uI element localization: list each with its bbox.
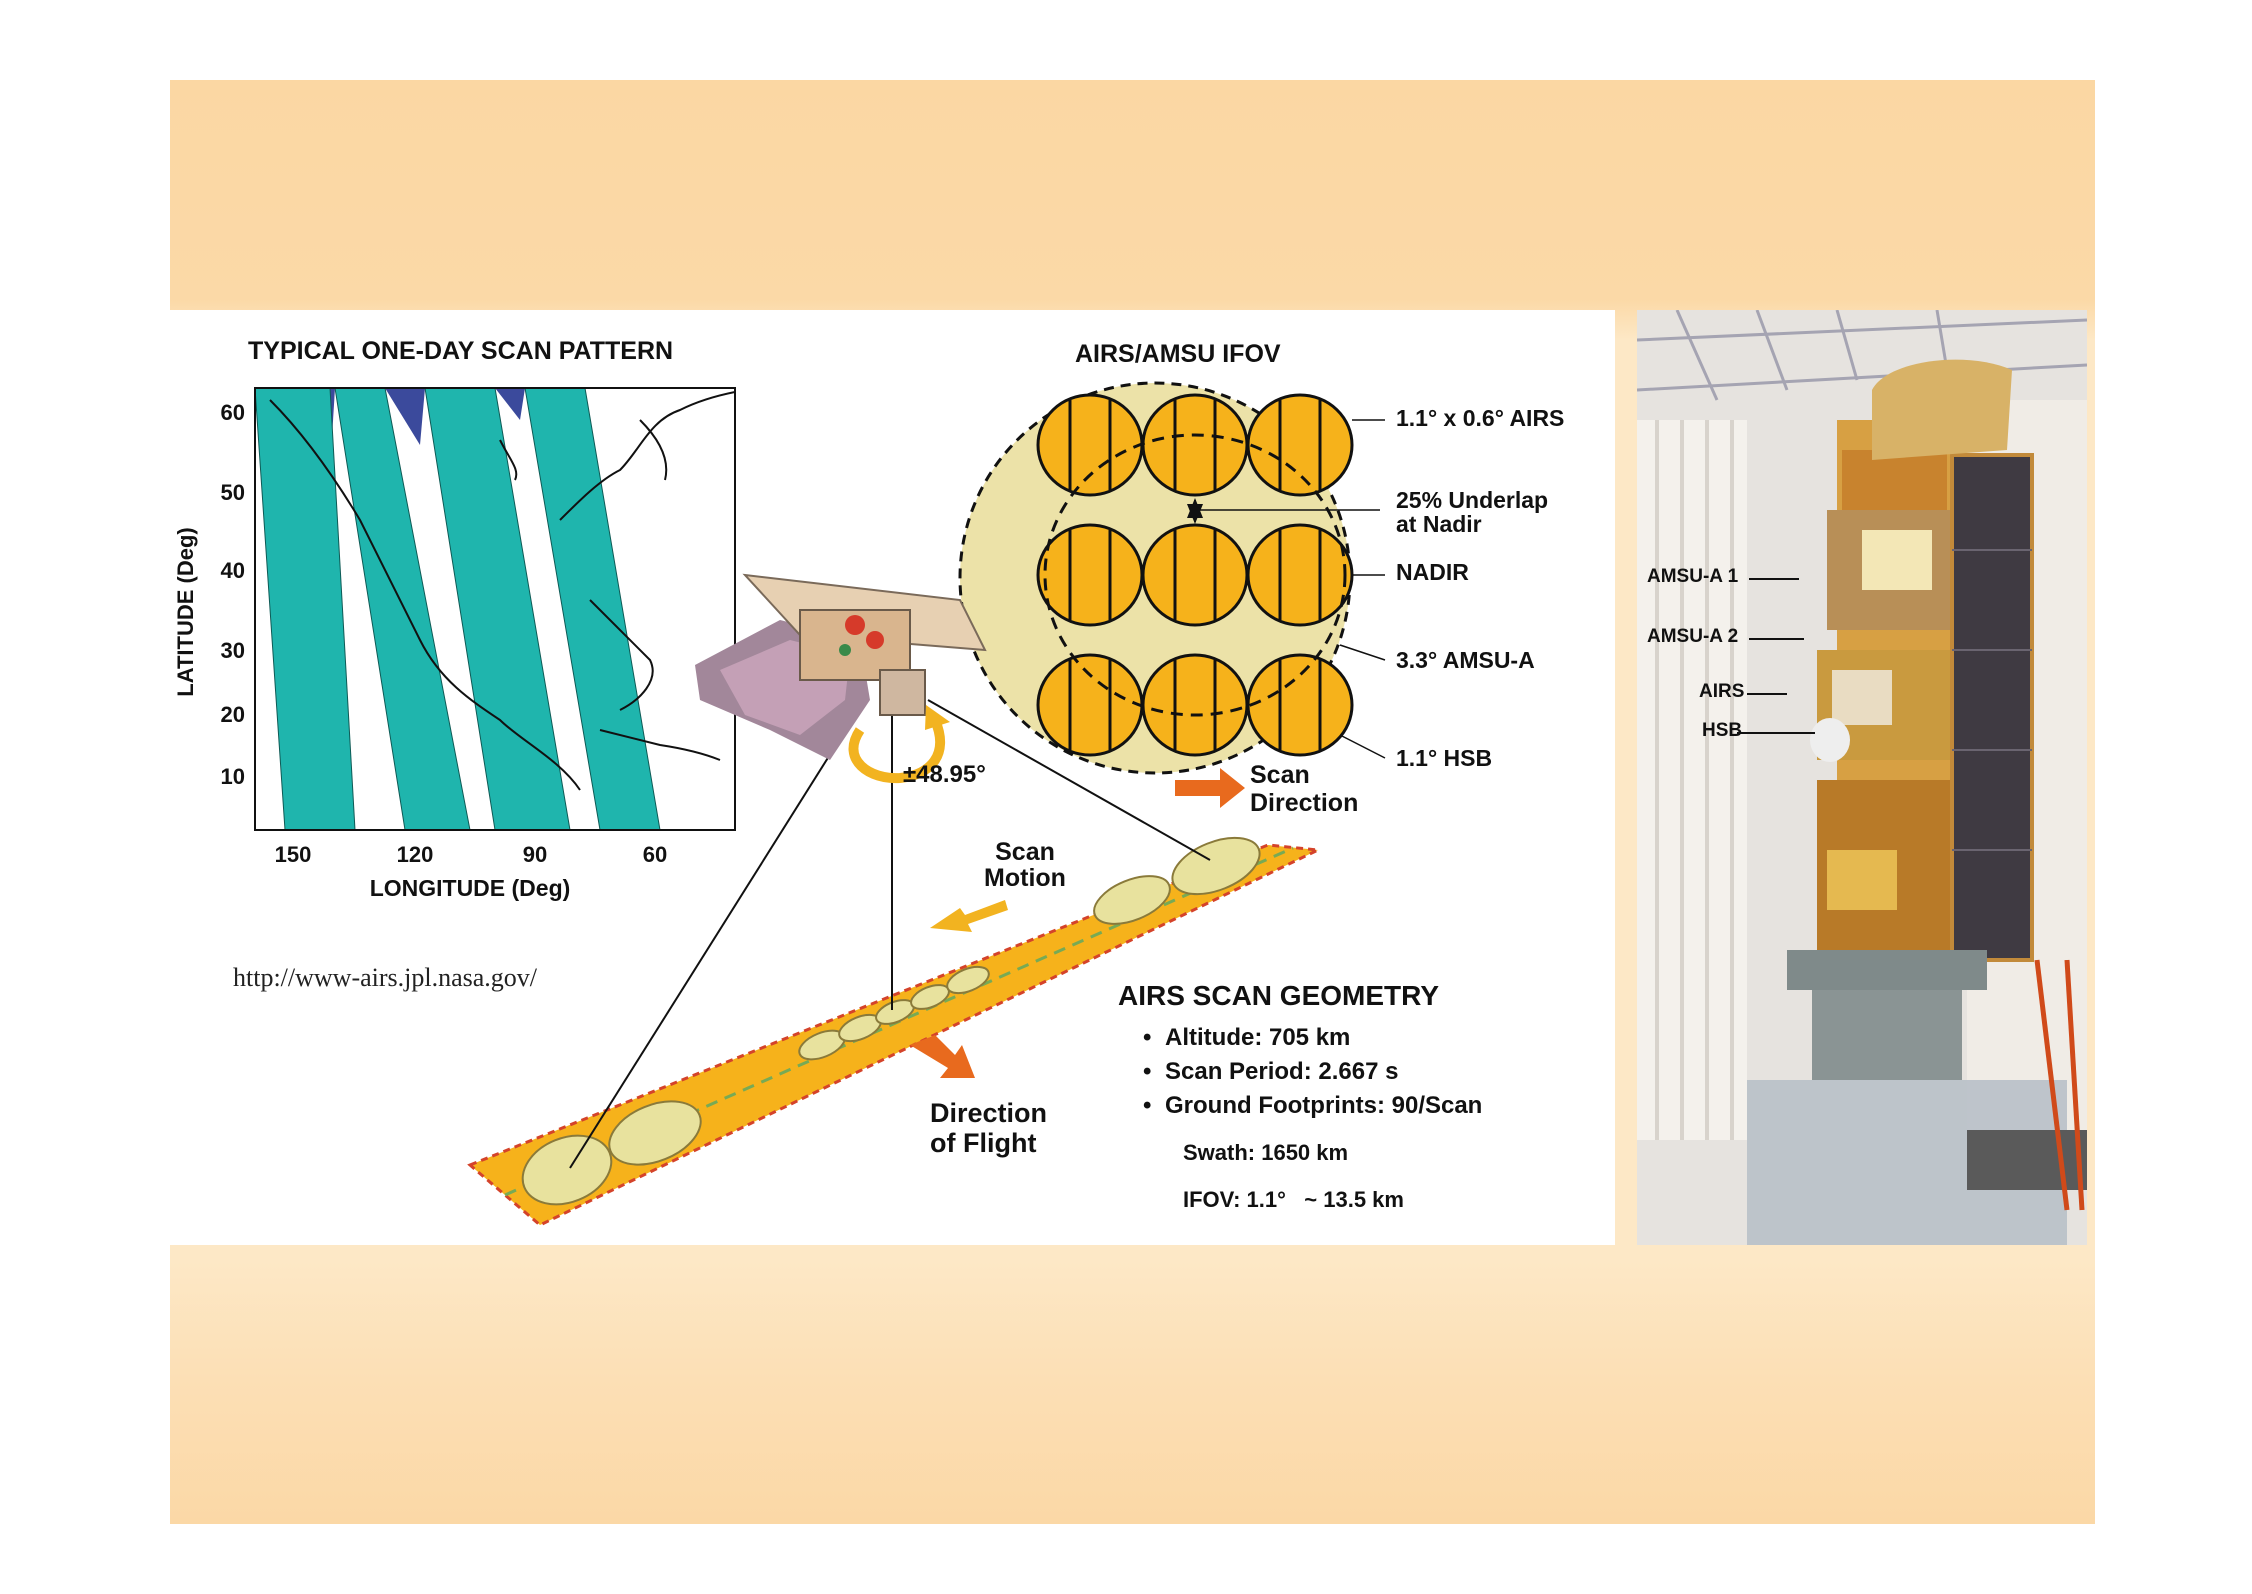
hsb-footprint xyxy=(1043,433,1347,717)
x-tick: 120 xyxy=(397,842,434,867)
photo-label-amsu-a1: AMSU-A 1 xyxy=(1647,566,1739,587)
bullet-scan-period: Scan Period: 2.667 s xyxy=(1165,1058,1398,1085)
scan-swath xyxy=(334,388,471,830)
photo-label-hsb: HSB xyxy=(1702,720,1743,741)
x-tick: 150 xyxy=(275,842,312,867)
leader-line xyxy=(1339,644,1386,661)
photo-label-airs: AIRS xyxy=(1699,681,1745,702)
scan-motion-arrow xyxy=(930,900,1008,932)
satellite xyxy=(695,573,987,760)
scan-swath xyxy=(424,388,571,830)
scan-rotation-arrowhead xyxy=(925,705,950,730)
arrow-hsb xyxy=(1737,732,1815,734)
swath-label: Swath: 1650 km xyxy=(1183,1140,1348,1165)
y-tick: 50 xyxy=(221,480,245,505)
coastline xyxy=(269,399,581,791)
scan-map-plot xyxy=(255,388,735,830)
scan-angle-label: ±48.95° xyxy=(903,761,986,788)
y-tick: 30 xyxy=(221,638,245,663)
coastline xyxy=(499,419,668,481)
scan-direction-label-1: Scan xyxy=(1250,761,1310,789)
coastline xyxy=(559,391,735,521)
photo-label-amsu-a2: AMSU-A 2 xyxy=(1647,626,1739,647)
scan-map-ylabel: LATITUDE (Deg) xyxy=(173,527,198,696)
flight-direction-arrow xyxy=(910,1035,975,1078)
scan-map-frame xyxy=(254,387,736,831)
satellite-photo: AMSU-A 1 AMSU-A 2 AIRS HSB xyxy=(1637,310,2087,1245)
bullet-dot: • xyxy=(1143,1058,1151,1085)
ground-footprints xyxy=(521,836,1261,1206)
y-tick: 40 xyxy=(221,558,245,583)
coastline xyxy=(589,599,654,711)
satellite-photo-drawing xyxy=(1637,310,2087,1245)
bullet-altitude: Altitude: 705 km xyxy=(1165,1024,1350,1051)
scan-motion-label-2: Motion xyxy=(984,864,1066,892)
bullet-dot: • xyxy=(1143,1024,1151,1051)
arrow-amsu-a1 xyxy=(1749,578,1799,580)
scan-map-xlabel: LONGITUDE (Deg) xyxy=(370,875,571,901)
airs-footprints xyxy=(1036,393,1354,757)
scan-swath xyxy=(524,388,661,830)
source-url: http://www-airs.jpl.nasa.gov/ xyxy=(233,963,538,992)
geometry-bullets: • Altitude: 705 km • Scan Period: 2.667 … xyxy=(1143,1024,1482,1119)
scan-direction-label-2: Direction xyxy=(1250,789,1358,817)
arrow-amsu-a2 xyxy=(1749,638,1804,640)
bullet-footprints: Ground Footprints: 90/Scan xyxy=(1165,1092,1482,1119)
scan-map-y-ticks: 60 50 40 30 20 10 xyxy=(221,400,245,789)
scan-gap xyxy=(495,388,525,420)
y-tick: 60 xyxy=(221,400,245,425)
x-tick: 90 xyxy=(523,842,547,867)
ifov-label-underlap: 25% Underlap xyxy=(1396,487,1548,513)
coastline xyxy=(599,729,721,761)
scan-gap xyxy=(385,388,425,445)
scan-map-x-ticks: 150 120 90 60 xyxy=(275,842,668,867)
ifov-title: AIRS/AMSU IFOV xyxy=(1075,340,1281,368)
ifov-value-label: IFOV: 1.1° ~ 13.5 km xyxy=(1183,1187,1404,1212)
scan-motion-label-1: Scan xyxy=(995,838,1055,866)
view-line xyxy=(927,699,1211,861)
ifov-label-amsu: 3.3° AMSU-A xyxy=(1396,647,1535,673)
flight-label-1: Direction xyxy=(930,1098,1047,1128)
scan-direction-arrow xyxy=(1175,768,1245,808)
ifov-label-at-nadir: at Nadir xyxy=(1396,511,1482,537)
y-tick: 10 xyxy=(221,764,245,789)
bullet-dot: • xyxy=(1143,1092,1151,1119)
ifov-label-nadir: NADIR xyxy=(1396,559,1469,585)
scan-swath xyxy=(255,388,356,830)
view-line xyxy=(569,709,859,1169)
scan-rotation-arrow xyxy=(848,718,945,784)
ifov-label-airs: 1.1° x 0.6° AIRS xyxy=(1396,405,1564,431)
x-tick: 60 xyxy=(643,842,667,867)
arrow-airs xyxy=(1747,693,1787,695)
leader-line xyxy=(1339,734,1386,759)
ifov-labels: 1.1° x 0.6° AIRS 25% Underlap at Nadir N… xyxy=(1396,405,1564,771)
ifov-label-hsb: 1.1° HSB xyxy=(1396,745,1492,771)
y-tick: 20 xyxy=(221,702,245,727)
flight-label-2: of Flight xyxy=(930,1128,1036,1158)
geometry-title: AIRS SCAN GEOMETRY xyxy=(1118,980,1439,1011)
scan-map-title: TYPICAL ONE-DAY SCAN PATTERN xyxy=(248,337,673,365)
